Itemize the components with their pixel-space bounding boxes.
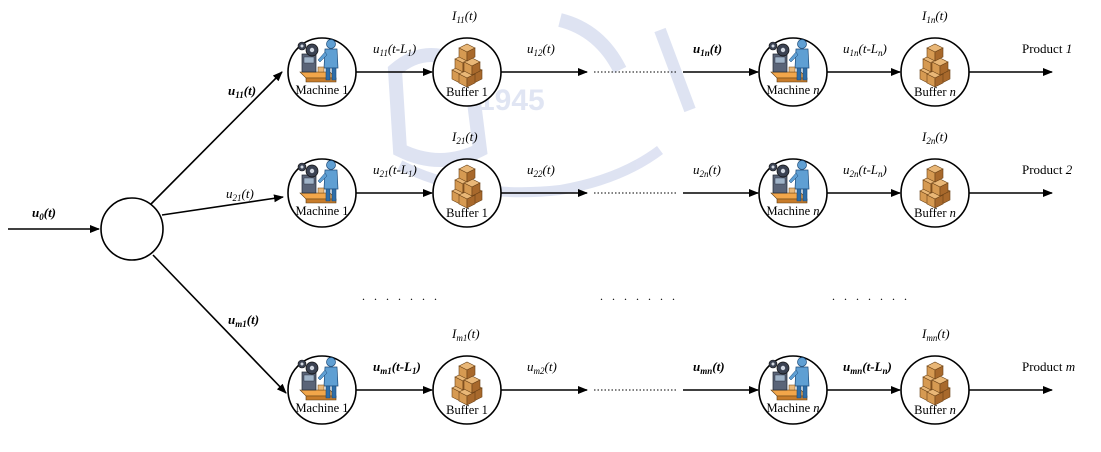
buffer-n-input-label-1: u1n(t-Ln) (843, 41, 887, 58)
buffer1-output-label-3: um2(t) (527, 359, 557, 376)
buffer-label: Buffer 1 (446, 206, 488, 220)
buffer-label: Buffer n (914, 206, 956, 220)
machine-1-row-3: Machine 1 (287, 355, 357, 425)
process-nodes: Machine 1 Buffer 1 Machine n Buffer n Machin… (100, 37, 970, 425)
machine-n-row-1: Machine n (758, 37, 828, 107)
buffer-n-input-label-2: u2n(t-Ln) (843, 162, 887, 179)
split-arrow-3 (152, 254, 287, 394)
buffer-label: Buffer n (914, 403, 956, 417)
buffer-n-row-3: Buffer n (900, 355, 970, 425)
buffer-label: Buffer 1 (446, 403, 488, 417)
machine-label: Machine 1 (295, 83, 348, 97)
machine-label: Machine 1 (295, 204, 348, 218)
split-arrow-2 (161, 194, 284, 216)
buffer-n-row-1: Buffer n (900, 37, 970, 107)
flow-labels: u0(t) u11(t) u11(t-L1) I11(t) u12(t) u1n(t) u1… (32, 8, 1075, 376)
machine-n-input-label-1: u1n(t) (693, 41, 722, 58)
split-flow-label-1: u11(t) (228, 83, 256, 100)
machine-label: Machine 1 (295, 401, 348, 415)
row-ellipsis-2: . . . . . . . (600, 289, 678, 303)
machine-n-input-label-3: umn(t) (693, 359, 725, 376)
machine-n-row-2: Machine n (758, 158, 828, 228)
inventory-buffer1-label-2: I21(t) (451, 129, 478, 146)
buffer1-output-label-2: u22(t) (527, 162, 555, 179)
inventory-buffer-n-label-2: I2n(t) (921, 129, 948, 146)
buffer1-input-label-3: um1(t-L1) (373, 359, 421, 376)
machine-1-row-1: Machine 1 (287, 37, 357, 107)
inventory-buffer1-label-1: I11(t) (451, 8, 477, 25)
machine-n-input-label-2: u2n(t) (693, 162, 721, 179)
split-arrow-1 (150, 71, 283, 205)
product-label-3: Product m (1022, 359, 1075, 374)
buffer1-output-label-1: u12(t) (527, 41, 555, 58)
flow-arrows (8, 68, 1053, 394)
buffer-1-row-3: Buffer 1 (432, 355, 502, 425)
inventory-buffer1-label-3: Im1(t) (451, 326, 480, 343)
row-ellipsis-1: . . . . . . . (362, 289, 440, 303)
row-ellipsis-3: . . . . . . . (832, 289, 910, 303)
buffer-label: Buffer 1 (446, 85, 488, 99)
machine-label: Machine n (766, 204, 819, 218)
buffer-n-input-label-3: umn(t-Ln) (843, 359, 892, 376)
machine-1-row-2: Machine 1 (287, 158, 357, 228)
inventory-buffer-n-label-1: I1n(t) (921, 8, 948, 25)
buffer-1-row-2: Buffer 1 (432, 158, 502, 228)
product-label-1: Product 1 (1022, 41, 1072, 56)
inventory-buffer-n-label-3: Imn(t) (921, 326, 950, 343)
source-flow-label: u0(t) (32, 205, 56, 222)
buffer-1-row-1: Buffer 1 (432, 37, 502, 107)
buffer-n-row-2: Buffer n (900, 158, 970, 228)
machine-label: Machine n (766, 401, 819, 415)
machine-label: Machine n (766, 83, 819, 97)
machine-n-row-3: Machine n (758, 355, 828, 425)
buffer-label: Buffer n (914, 85, 956, 99)
buffer1-input-label-1: u11(t-L1) (373, 41, 416, 58)
splitter-node (100, 197, 164, 261)
buffer1-input-label-2: u21(t-L1) (373, 162, 417, 179)
split-flow-label-3: um1(t) (228, 312, 259, 329)
product-label-2: Product 2 (1022, 162, 1073, 177)
split-flow-label-2: u21(t) (226, 186, 254, 203)
